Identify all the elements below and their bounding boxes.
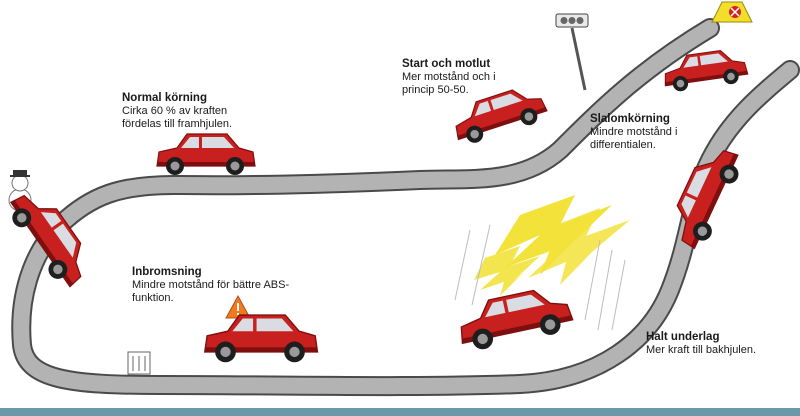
cars	[9, 49, 749, 363]
label-title: Start och motlut	[402, 58, 491, 70]
car-slippery	[460, 289, 574, 350]
lightning-icon	[474, 195, 630, 296]
car-slalom	[676, 150, 739, 250]
label-text: Mer kraft till bakhjulen.	[646, 344, 757, 356]
label-slalom: Slalomkörning Mindre motstånd i differen…	[590, 113, 677, 152]
warning-sign-icon	[711, 1, 753, 23]
label-start: Start och motlut Mer motstånd och i prin…	[402, 58, 496, 97]
label-title: Normal körning	[122, 92, 207, 104]
car-curve	[9, 194, 82, 288]
label-title: Slalomkörning	[590, 113, 670, 125]
label-brake: Inbromsning Mindre motstånd för bättre A…	[132, 266, 289, 305]
rain-lines	[454, 224, 626, 331]
label-text: Cirka 60 % av kraften fördelas till fram…	[122, 105, 233, 130]
label-slippery: Halt underlag Mer kraft till bakhjulen.	[646, 331, 756, 357]
traffic-light-icon	[555, 13, 589, 91]
label-title: Halt underlag	[646, 331, 720, 343]
bottom-bar	[0, 408, 800, 416]
pedestrian-crossing-icon	[127, 351, 151, 375]
car-braking	[204, 314, 319, 363]
car-normal	[156, 133, 256, 175]
label-title: Inbromsning	[132, 266, 202, 278]
car-top	[664, 49, 749, 92]
label-text: Mer motstånd och i princip 50-50.	[402, 71, 496, 96]
label-text: Mindre motstånd i differentialen.	[590, 126, 678, 151]
car-uphill	[455, 89, 548, 143]
label-text: Mindre motstånd för bättre ABS- funktion…	[132, 279, 290, 304]
label-normal: Normal körning Cirka 60 % av kraften för…	[122, 92, 232, 131]
road-surface	[13, 20, 798, 395]
